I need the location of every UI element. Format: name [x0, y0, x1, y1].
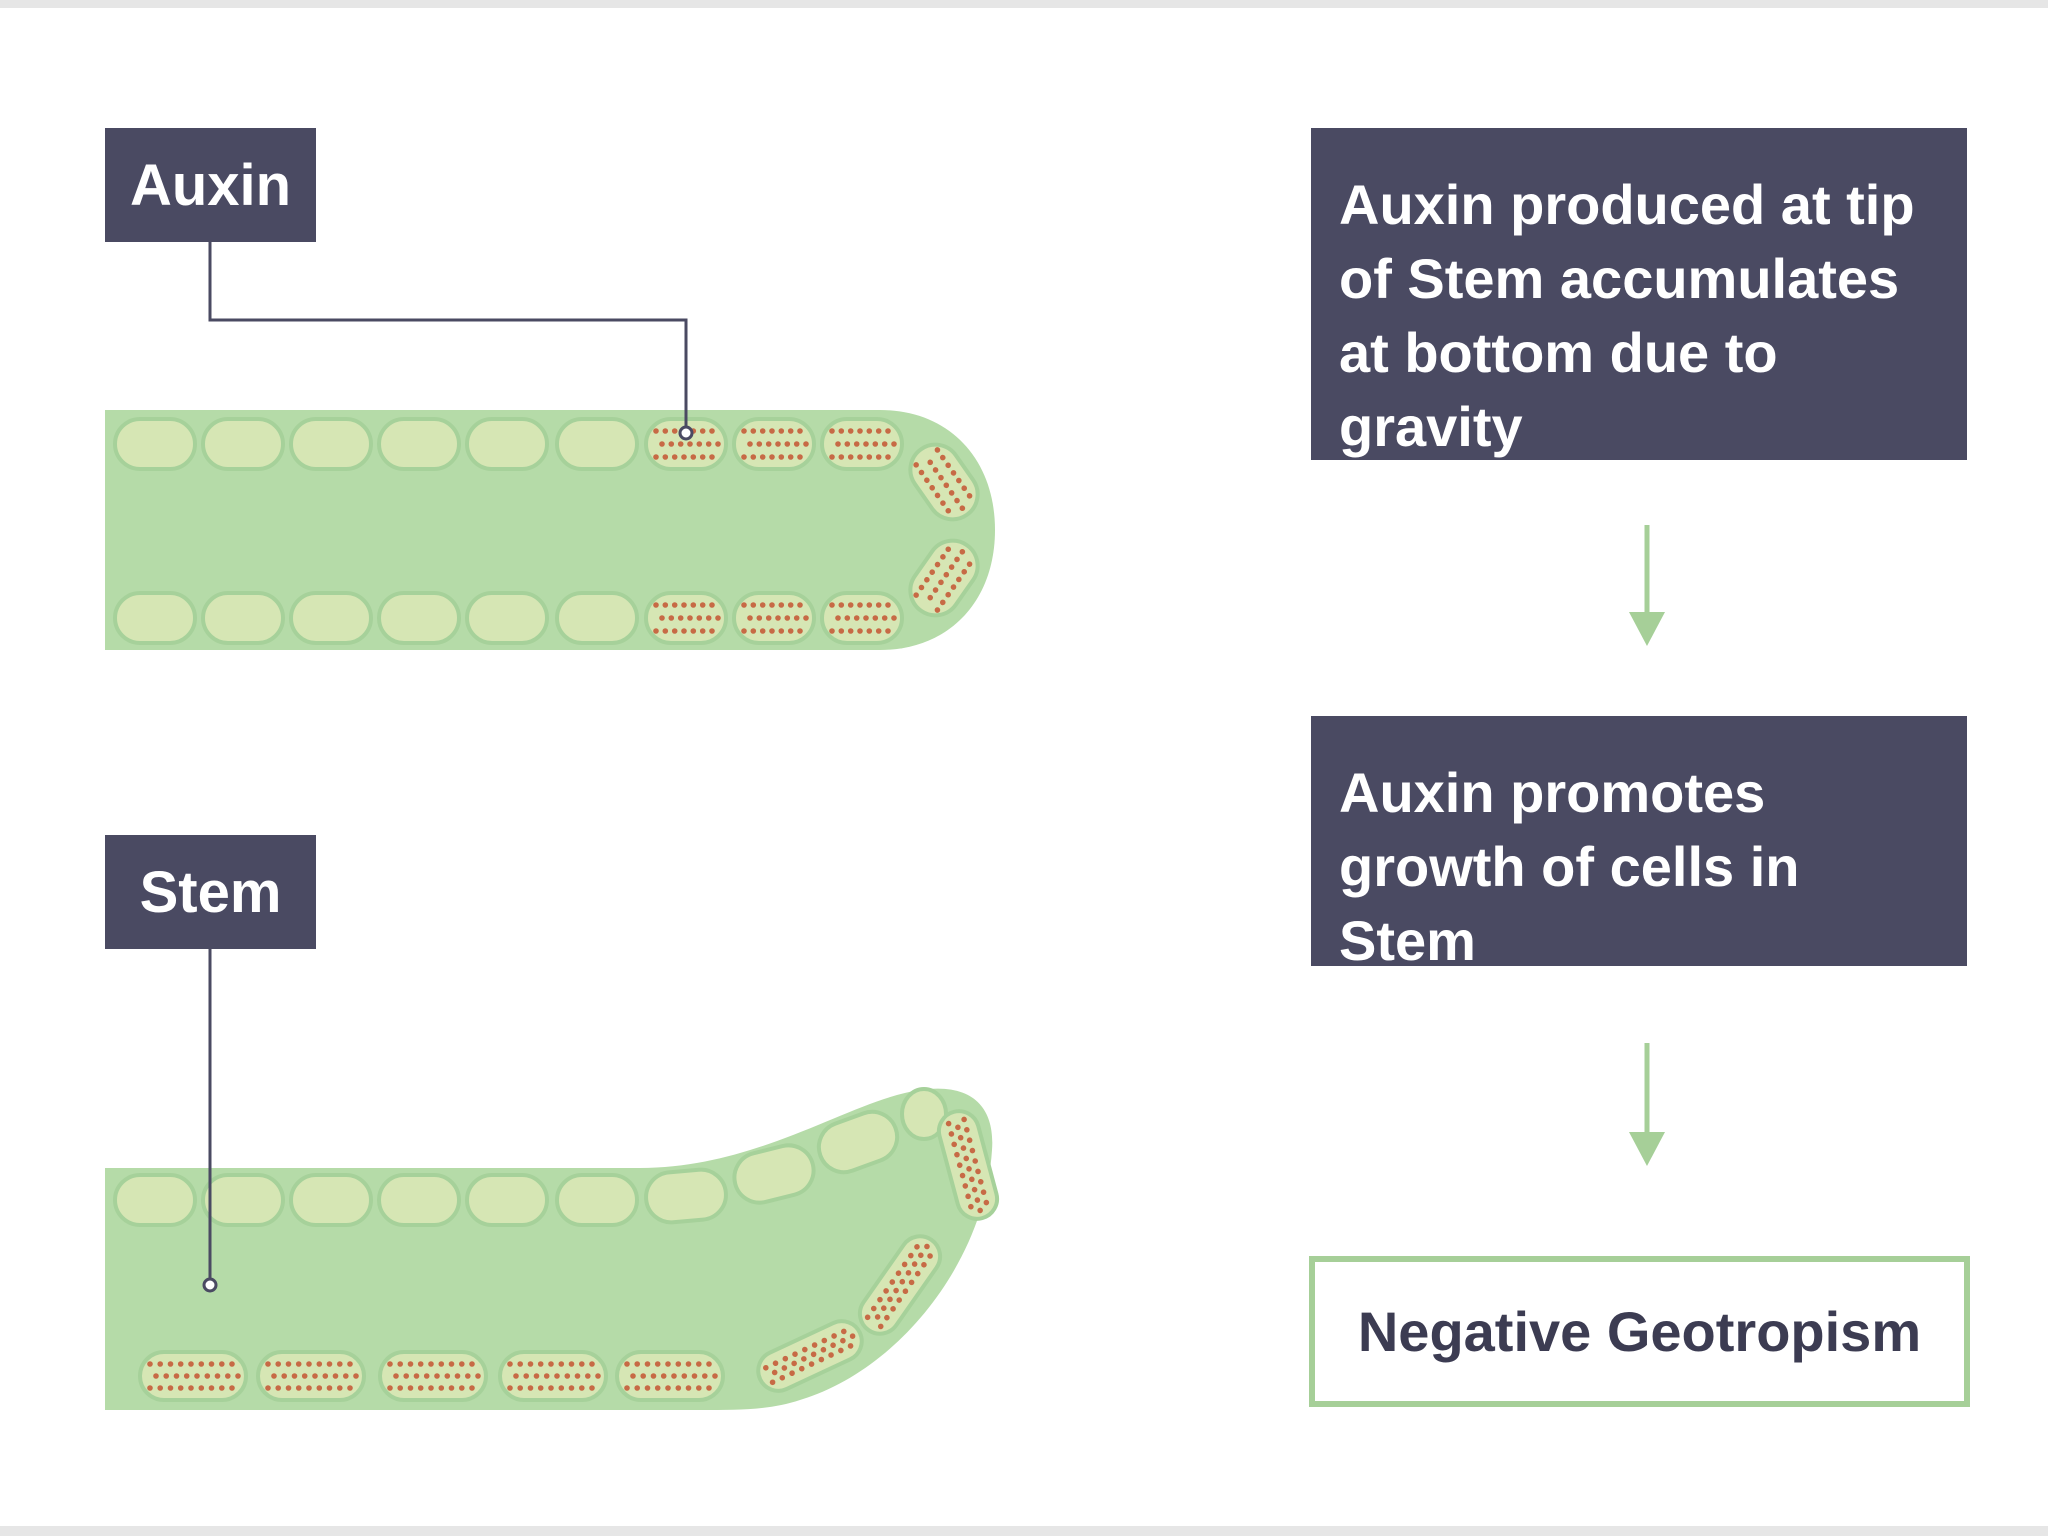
auxin-cell [820, 417, 904, 471]
auxin-cell [908, 538, 980, 618]
cell [201, 417, 285, 471]
cell [816, 1109, 900, 1175]
cell [465, 1173, 549, 1227]
auxin-cell [936, 1109, 1000, 1221]
cell [113, 591, 197, 645]
arrow-down-icon [1629, 525, 1665, 646]
cell [555, 1173, 639, 1227]
auxin-cell [498, 1350, 608, 1402]
auxin-cell [732, 417, 816, 471]
auxin-cell [138, 1350, 248, 1402]
cell [377, 417, 461, 471]
cell [377, 1173, 461, 1227]
step-auxin-promotes-growth: Auxin promotes growth of cells in Stem [1311, 716, 1967, 972]
cells-straight-stem [113, 417, 980, 645]
auxin-cell [644, 591, 728, 645]
cell [644, 1167, 728, 1225]
bottom-border [0, 1526, 2048, 1536]
cell [289, 1173, 373, 1227]
auxin-cell [615, 1350, 725, 1402]
auxin-pointer-line [208, 242, 688, 433]
auxin-pointer-dot [678, 425, 694, 441]
cell [555, 417, 639, 471]
auxin-cell [908, 442, 980, 522]
auxin-cell [378, 1350, 488, 1402]
cell [201, 591, 285, 645]
cell [465, 417, 549, 471]
auxin-cell [857, 1234, 943, 1336]
auxin-cell [820, 591, 904, 645]
top-border [0, 0, 2048, 8]
step-auxin-accumulates: Auxin produced at tip of Stem accumulate… [1311, 128, 1967, 460]
auxin-cell [732, 591, 816, 645]
stem-label: Stem [105, 835, 316, 949]
auxin-cell [756, 1319, 864, 1393]
cell [289, 591, 373, 645]
arrow-down-icon [1629, 1043, 1665, 1166]
cell [113, 1173, 197, 1227]
cell [732, 1143, 816, 1205]
auxin-cell [256, 1350, 366, 1402]
cell [377, 591, 461, 645]
cell [465, 591, 549, 645]
cell [289, 417, 373, 471]
cell [555, 591, 639, 645]
result-negative-geotropism: Negative Geotropism [1309, 1256, 1970, 1407]
stem-pointer-dot [202, 1277, 218, 1293]
cells-bent-stem [113, 1087, 1000, 1402]
cell [201, 1173, 285, 1227]
auxin-label: Auxin [105, 128, 316, 242]
cell [113, 417, 197, 471]
